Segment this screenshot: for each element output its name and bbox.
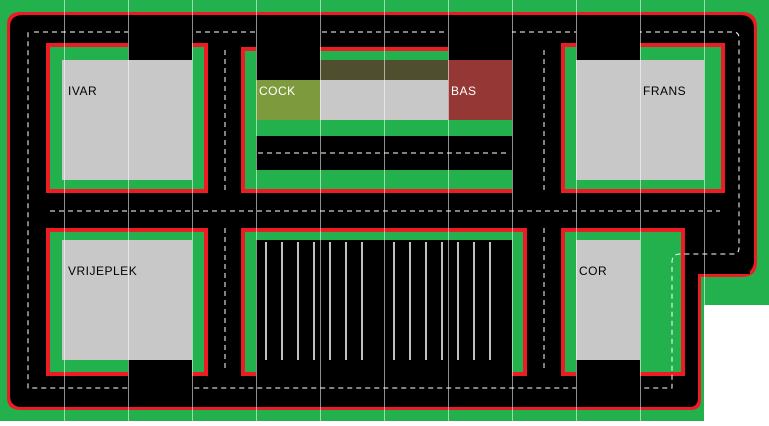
- gridline: [512, 0, 513, 421]
- lot-bas: [448, 60, 512, 120]
- gridline: [320, 0, 321, 421]
- gridline: [384, 0, 385, 421]
- gridline: [256, 0, 257, 421]
- gridline: [704, 0, 705, 421]
- lot-cor: [576, 240, 640, 360]
- lane-markings: [27, 31, 740, 389]
- gridline: [576, 0, 577, 421]
- lot-label-cor: COR: [579, 264, 608, 278]
- road-tabs: [128, 30, 640, 390]
- road-inner-right: [512, 47, 558, 193]
- lot-label-frans: FRANS: [643, 84, 687, 98]
- lot-label-ivar: IVAR: [68, 84, 98, 98]
- gridline: [128, 0, 129, 421]
- road-middle: [10, 196, 750, 224]
- lot-vrijeplek: [62, 240, 192, 360]
- gridline: [64, 0, 65, 421]
- lot-ivar: [62, 60, 192, 180]
- lot-label-bas: BAS: [451, 84, 477, 98]
- lot-label-vrijeplek: VRIJEPLEK: [68, 264, 138, 278]
- lot-cock: [256, 80, 320, 120]
- road-cor-right: [688, 224, 750, 274]
- gridline: [192, 0, 193, 421]
- lot-label-cock: COCK: [259, 84, 296, 98]
- gridline: [640, 0, 641, 421]
- gridline: [448, 0, 449, 421]
